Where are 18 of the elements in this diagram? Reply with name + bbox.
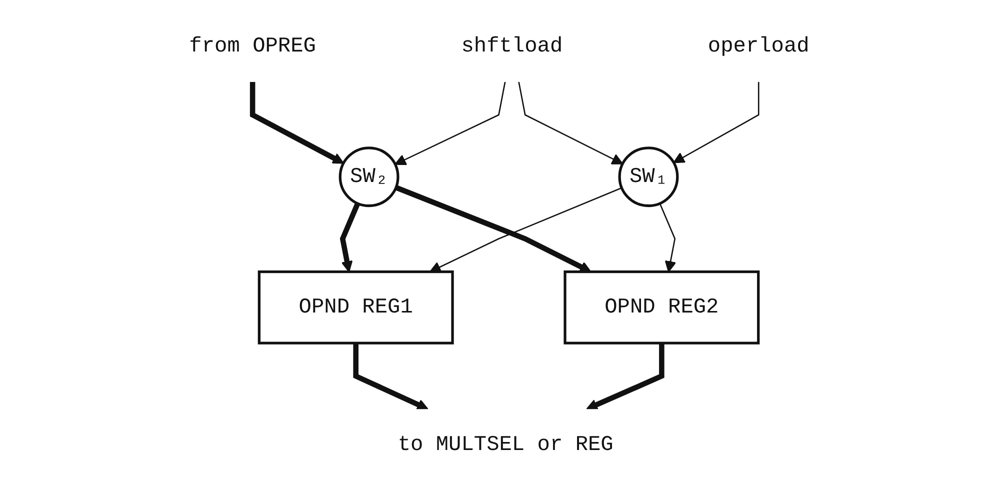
arrow — [353, 343, 429, 410]
node-text: to MULTSEL or REG — [398, 432, 614, 457]
arrow — [340, 202, 360, 272]
node-text: operload — [708, 34, 810, 58]
node-text: shftload — [461, 34, 563, 58]
arrow — [586, 343, 665, 410]
node-circle: SW₂ — [339, 146, 400, 208]
arrow — [659, 203, 676, 272]
arrow — [430, 187, 622, 272]
node-circle: SW₁ — [618, 146, 679, 208]
arrow — [394, 82, 506, 166]
node-box: OPND REG1 — [258, 270, 454, 344]
arrow — [518, 82, 624, 164]
arrow — [250, 82, 344, 164]
node-box: OPND REG2 — [564, 270, 760, 344]
arrow — [395, 185, 592, 272]
arrow — [673, 82, 760, 164]
node-text: from OPREG — [189, 34, 316, 58]
